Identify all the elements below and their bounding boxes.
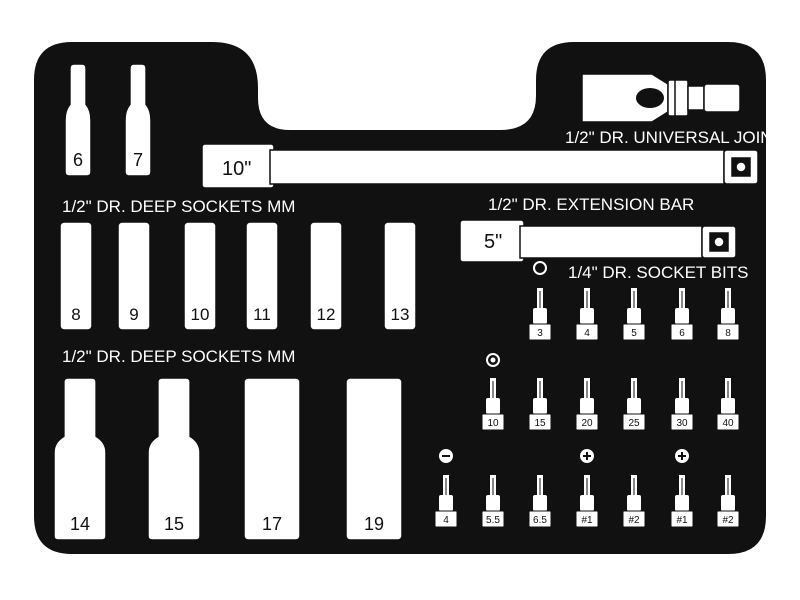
socket-size-label: 8 bbox=[71, 305, 80, 324]
bit-size-label: 40 bbox=[722, 418, 734, 429]
socket-bit-20: 20 bbox=[575, 378, 599, 431]
socket-bit-40: 40 bbox=[716, 378, 740, 431]
bit-size-label: #2 bbox=[722, 515, 734, 526]
deep-socket-14: 14 bbox=[53, 377, 107, 541]
bit-size-label: #1 bbox=[676, 515, 688, 526]
socket-bit-6.5: 6.5 bbox=[528, 475, 552, 528]
extension-bar-10-size: 10" bbox=[222, 158, 251, 180]
torx-icon bbox=[486, 353, 500, 367]
socket-bit-4: 4 bbox=[434, 475, 458, 528]
socket-size-label: 15 bbox=[164, 514, 184, 534]
socket-bit-5.5: 5.5 bbox=[481, 475, 505, 528]
socket-bit-10: 10 bbox=[481, 378, 505, 431]
phillips-icon bbox=[580, 449, 594, 463]
slotted-icon bbox=[439, 449, 453, 463]
socket-bit-15: 15 bbox=[528, 378, 552, 431]
deep-socket-11: 11 bbox=[245, 221, 279, 331]
universal-joint-label: 1/2" DR. UNIVERSAL JOINT bbox=[565, 128, 783, 147]
bit-size-label: 4 bbox=[443, 515, 449, 526]
socket-bit-25: 25 bbox=[622, 378, 646, 431]
extension-bar-5-size: 5" bbox=[484, 231, 502, 253]
bit-size-label: 6.5 bbox=[533, 515, 547, 526]
bit-size-label: 10 bbox=[487, 418, 499, 429]
deep-sockets-label-top: 1/2" DR. DEEP SOCKETS MM bbox=[62, 197, 295, 216]
deep-socket-15: 15 bbox=[147, 377, 201, 541]
socket-bit-#2: #2 bbox=[716, 475, 740, 528]
socket-size-label: 17 bbox=[262, 514, 282, 534]
bit-size-label: 5 bbox=[631, 328, 637, 339]
bit-size-label: 30 bbox=[676, 418, 688, 429]
bit-size-label: 3 bbox=[537, 328, 543, 339]
socket-bit-6: 6 bbox=[670, 288, 694, 341]
deep-socket-7: 7 bbox=[124, 63, 152, 177]
socket-size-label: 7 bbox=[133, 150, 143, 170]
deep-socket-10: 10 bbox=[183, 221, 217, 331]
deep-sockets-label-bottom: 1/2" DR. DEEP SOCKETS MM bbox=[62, 347, 295, 366]
bit-size-label: #1 bbox=[581, 515, 593, 526]
socket-size-label: 11 bbox=[253, 305, 271, 324]
pozidriv-icon bbox=[675, 449, 689, 463]
socket-bit-30: 30 bbox=[670, 378, 694, 431]
socket-size-label: 12 bbox=[317, 305, 336, 324]
deep-socket-9: 9 bbox=[117, 221, 151, 331]
socket-size-label: 14 bbox=[70, 514, 90, 534]
socket-bit-3: 3 bbox=[528, 288, 552, 341]
socket-bit-#2: #2 bbox=[622, 475, 646, 528]
socket-bit-4: 4 bbox=[575, 288, 599, 341]
socket-bit-#1: #1 bbox=[670, 475, 694, 528]
socket-size-label: 9 bbox=[129, 305, 138, 324]
socket-bit-#1: #1 bbox=[575, 475, 599, 528]
socket-size-label: 6 bbox=[73, 150, 83, 170]
bit-size-label: 8 bbox=[725, 328, 731, 339]
deep-socket-8: 8 bbox=[59, 221, 93, 331]
extension-bar-5 bbox=[459, 219, 737, 263]
deep-socket-12: 12 bbox=[309, 221, 343, 331]
socket-bit-8: 8 bbox=[716, 288, 740, 341]
bit-size-label: 6 bbox=[679, 328, 685, 339]
deep-socket-6: 6 bbox=[64, 63, 92, 177]
extension-bar-label: 1/2" DR. EXTENSION BAR bbox=[488, 195, 694, 214]
bit-size-label: #2 bbox=[628, 515, 640, 526]
deep-socket-19: 19 bbox=[345, 377, 403, 541]
universal-joint bbox=[581, 73, 741, 123]
deep-socket-17: 17 bbox=[243, 377, 301, 541]
deep-socket-13: 13 bbox=[383, 221, 417, 331]
bit-size-label: 5.5 bbox=[486, 515, 500, 526]
socket-size-label: 10 bbox=[191, 305, 210, 324]
extension-bar-10 bbox=[201, 143, 759, 189]
socket-bit-5: 5 bbox=[622, 288, 646, 341]
socket-size-label: 13 bbox=[391, 305, 410, 324]
hex-icon bbox=[533, 261, 547, 275]
socket-size-label: 19 bbox=[364, 514, 384, 534]
bit-size-label: 15 bbox=[534, 418, 546, 429]
bit-size-label: 4 bbox=[584, 328, 590, 339]
socket-bits-label: 1/4" DR. SOCKET BITS bbox=[568, 263, 749, 282]
bit-size-label: 20 bbox=[581, 418, 593, 429]
bit-size-label: 25 bbox=[628, 418, 640, 429]
